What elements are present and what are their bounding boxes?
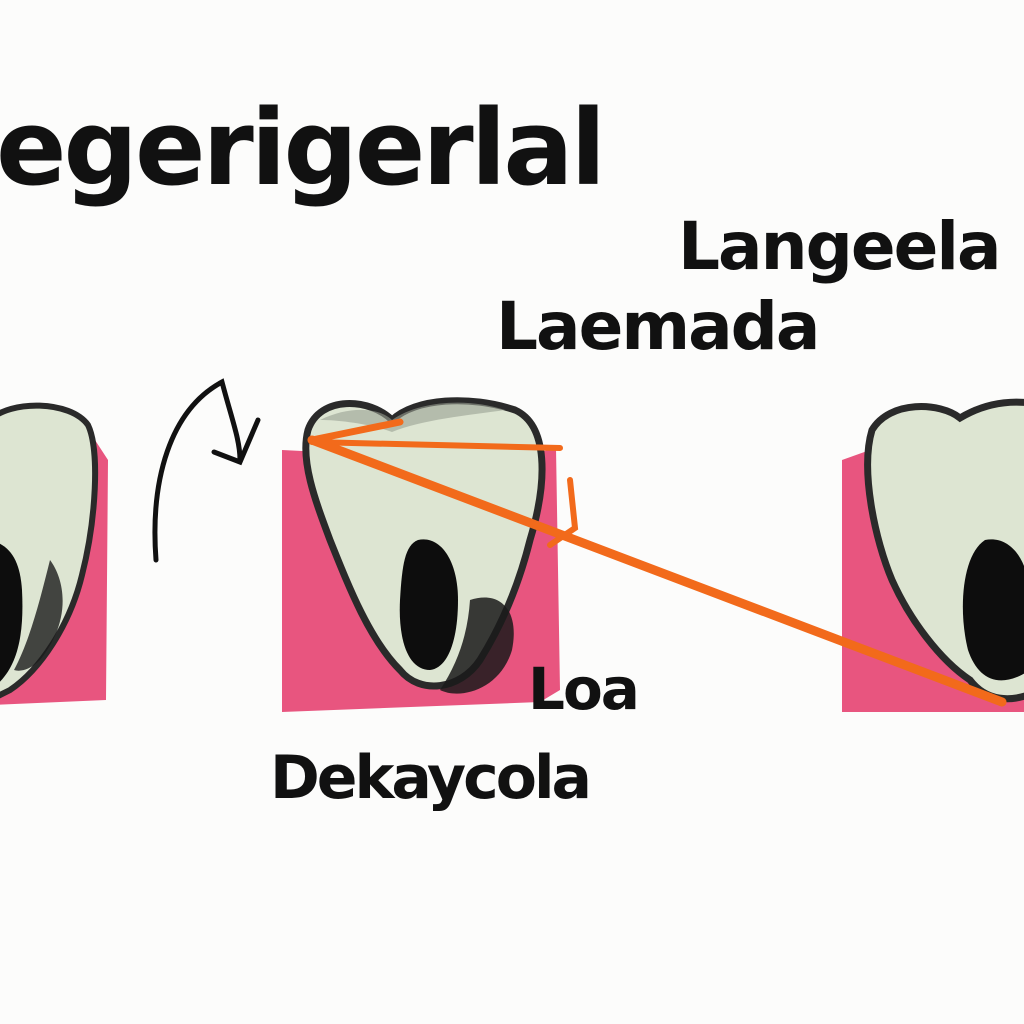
black-curved-arrow xyxy=(152,378,261,563)
label-mid-right: Laemada xyxy=(496,288,820,365)
orange-pointer-arrow xyxy=(307,418,1007,707)
center-tooth-decay-cavity xyxy=(399,539,458,670)
right-tooth-decay-cavity xyxy=(962,539,1024,681)
right-tooth xyxy=(842,398,1024,712)
center-tooth-stain xyxy=(440,597,514,694)
orange-arrowhead-mid xyxy=(547,477,579,548)
label-bottom: Dekaycola xyxy=(270,743,592,813)
left-tooth-crown xyxy=(0,402,99,699)
label-top-right: Langeela xyxy=(678,208,1002,285)
diagram-title: egerigerlal xyxy=(0,87,606,209)
left-tooth xyxy=(0,402,108,705)
black-arrowhead xyxy=(211,417,261,466)
label-lower: Loa xyxy=(528,655,640,723)
center-tooth xyxy=(282,397,560,712)
left-tooth-decay xyxy=(0,543,23,682)
left-tooth-stain xyxy=(14,560,63,671)
center-tooth-shading xyxy=(320,402,505,432)
orange-arrowhead-left xyxy=(308,418,404,474)
